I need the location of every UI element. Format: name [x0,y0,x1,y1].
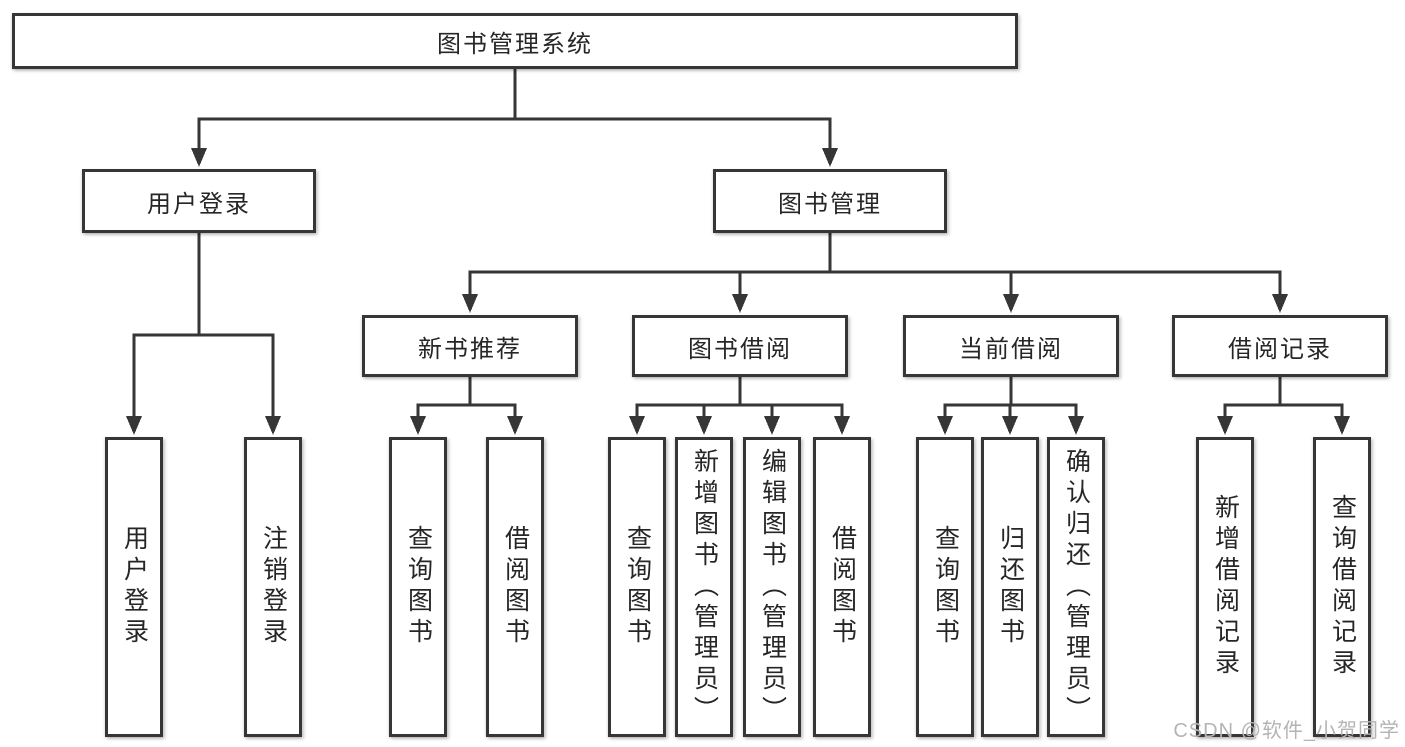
arrowhead [1334,416,1350,435]
node-label: 新增图书（管理员） [690,447,719,727]
leaf-query-books-recommend: 查询图书 [389,437,447,737]
leaf-user-login: 用户登录 [105,437,163,737]
node-new-book-recommend: 新书推荐 [362,315,578,377]
arrowhead [462,294,478,313]
arrowhead [410,416,426,435]
arrowhead [191,148,207,167]
arrowhead [764,416,780,435]
arrowhead [732,294,748,313]
node-label: 借阅图书 [828,525,857,649]
leaf-add-book-admin: 新增图书（管理员） [675,437,733,737]
leaf-borrow-books: 借阅图书 [813,437,871,737]
node-label: 新书推荐 [418,335,522,363]
node-label: 当前借阅 [959,335,1063,363]
node-label: 借阅图书 [501,525,530,649]
node-label: 归还图书 [996,525,1025,649]
leaf-edit-book-admin: 编辑图书（管理员） [743,437,801,737]
node-user-login: 用户登录 [82,169,316,233]
node-label: 用户登录 [120,525,149,649]
arrowhead [1068,416,1084,435]
arrowhead [696,416,712,435]
node-book-management: 图书管理 [713,169,947,233]
node-label: 查询图书 [404,525,433,649]
arrowhead [834,416,850,435]
node-library-management-system: 图书管理系统 [12,13,1018,69]
arrowhead [937,416,953,435]
arrowhead [1217,416,1233,435]
leaf-query-borrow-record: 查询借阅记录 [1313,437,1371,737]
node-label: 确认归还（管理员） [1062,447,1091,727]
leaf-logout: 注销登录 [244,437,302,737]
arrowhead [1272,294,1288,313]
node-label: 图书管理系统 [437,30,593,58]
arrowhead [1003,294,1019,313]
watermark: CSDN @软件_小贺同学 [1173,720,1400,742]
arrowhead [629,416,645,435]
connector-book-borrow-children [629,376,850,435]
arrowhead [507,416,523,435]
node-label: 新增借阅记录 [1211,494,1240,680]
arrowhead [822,148,838,167]
node-label: 图书管理 [778,190,882,218]
connector-current-borrow-children [937,376,1084,435]
leaf-return-books: 归还图书 [981,437,1039,737]
connector-user-login-children [126,232,281,435]
leaf-confirm-return-admin: 确认归还（管理员） [1047,437,1105,737]
node-label: 用户登录 [147,190,251,218]
node-label: 查询借阅记录 [1328,494,1357,680]
node-label: 注销登录 [259,525,288,649]
connector-book-mgmt-children [462,232,1288,313]
node-label: 查询图书 [931,525,960,649]
connector-new-book-children [410,376,523,435]
node-label: 借阅记录 [1228,335,1332,363]
node-book-borrow: 图书借阅 [632,315,848,377]
arrowhead [265,416,281,435]
leaf-query-books-borrow: 查询图书 [608,437,666,737]
node-borrow-records: 借阅记录 [1172,315,1388,377]
node-current-borrow: 当前借阅 [903,315,1119,377]
connector-root-to-level1 [191,68,838,167]
leaf-borrow-books-recommend: 借阅图书 [486,437,544,737]
node-label: 查询图书 [623,525,652,649]
leaf-add-borrow-record: 新增借阅记录 [1196,437,1254,737]
node-label: 图书借阅 [688,335,792,363]
arrowhead [1002,416,1018,435]
connector-borrow-record-children [1217,376,1350,435]
node-label: 编辑图书（管理员） [758,447,787,727]
arrowhead [126,416,142,435]
leaf-query-books-current: 查询图书 [916,437,974,737]
